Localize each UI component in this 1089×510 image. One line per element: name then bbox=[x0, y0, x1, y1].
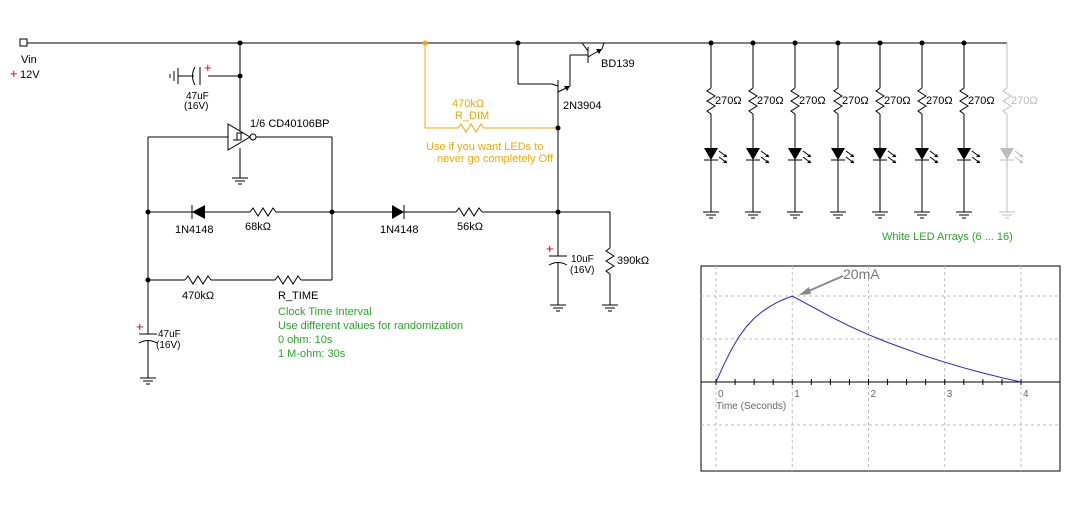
led-resistor-label: 270Ω bbox=[757, 95, 784, 107]
led-icon bbox=[1000, 148, 1014, 160]
dim-note-2: never go completely Off bbox=[437, 153, 554, 165]
annotation-arrowhead bbox=[799, 287, 811, 295]
scope-frame bbox=[700, 265, 1061, 472]
svg-text:+: + bbox=[546, 241, 554, 256]
note-clock-4: 1 M-ohm: 30s bbox=[278, 348, 346, 360]
led-resistor bbox=[1002, 87, 1012, 115]
led-resistor bbox=[790, 87, 800, 115]
ground-390k bbox=[602, 304, 618, 312]
x-tick-label: 4 bbox=[1023, 389, 1029, 400]
x-tick-label: 1 bbox=[794, 389, 800, 400]
vin-plus: + bbox=[10, 66, 18, 81]
capacitor-c1: + bbox=[169, 60, 212, 86]
led-icon bbox=[788, 148, 802, 160]
vin-label: Vin bbox=[21, 54, 37, 66]
resistor-r-dim bbox=[457, 123, 485, 133]
note-clock-1: Clock Time Interval bbox=[278, 306, 372, 318]
r-dim-value: 470kΩ bbox=[452, 98, 484, 110]
resistor-r-time bbox=[274, 275, 302, 285]
vin-terminal[interactable] bbox=[19, 38, 28, 47]
diode-d2 bbox=[392, 205, 405, 219]
resistor-470k bbox=[184, 275, 212, 285]
led-arrays-note: White LED Arrays (6 ... 16) bbox=[882, 231, 1013, 243]
led-resistor bbox=[706, 87, 716, 115]
led-icon bbox=[957, 148, 971, 160]
d2-label: 1N4148 bbox=[380, 224, 419, 236]
transistor-bd139 bbox=[581, 42, 605, 63]
q1-label: BD139 bbox=[601, 58, 635, 70]
x-tick-label: 3 bbox=[947, 389, 953, 400]
led-column: 270Ω bbox=[999, 43, 1038, 219]
led-icon bbox=[873, 148, 887, 160]
led-resistor bbox=[748, 87, 758, 115]
svg-text:+: + bbox=[136, 319, 144, 334]
led-icon bbox=[704, 148, 718, 160]
led-resistor-label: 270Ω bbox=[715, 95, 742, 107]
c1-rating: (16V) bbox=[184, 101, 208, 112]
led-resistor-label: 270Ω bbox=[926, 95, 953, 107]
led-resistor-label: 270Ω bbox=[842, 95, 869, 107]
resistor-68k bbox=[249, 207, 277, 217]
led-column: 270Ω bbox=[745, 40, 784, 219]
r68k-label: 68kΩ bbox=[245, 221, 271, 233]
c2-value: 47uF bbox=[158, 329, 181, 340]
led-resistor-label: 270Ω bbox=[1011, 95, 1038, 107]
led-column: 270Ω bbox=[872, 40, 911, 219]
c1-value: 47uF bbox=[186, 91, 209, 102]
led-icon bbox=[915, 148, 929, 160]
resistor-56k bbox=[455, 207, 483, 217]
led-resistor-label: 270Ω bbox=[968, 95, 995, 107]
led-resistor bbox=[833, 87, 843, 115]
peak-annotation: 20mA bbox=[843, 266, 880, 282]
annotation-arrow bbox=[803, 275, 844, 294]
inverter-label: 1/6 CD40106BP bbox=[250, 118, 330, 130]
transistor-2n3904 bbox=[551, 80, 571, 212]
resistor-390k bbox=[605, 247, 615, 275]
q2-label: 2N3904 bbox=[563, 100, 602, 112]
x-tick-label: 2 bbox=[871, 389, 877, 400]
c3-value: 10uF bbox=[571, 254, 594, 265]
r470k-label: 470kΩ bbox=[182, 290, 214, 302]
r-time-label: R_TIME bbox=[278, 290, 318, 302]
led-column: 270Ω bbox=[956, 40, 995, 219]
vin-voltage: 12V bbox=[20, 69, 40, 81]
led-resistor-label: 270Ω bbox=[884, 95, 911, 107]
c2-rating: (16V) bbox=[156, 340, 180, 351]
led-array: 270Ω 270Ω 270Ω 270Ω 270Ω 270Ω 270Ω 270Ω bbox=[703, 40, 1038, 219]
led-icon bbox=[831, 148, 845, 160]
r56k-label: 56kΩ bbox=[457, 221, 483, 233]
led-resistor bbox=[959, 87, 969, 115]
led-resistor bbox=[875, 87, 885, 115]
scope-chart: 0 1 2 3 4 Time (Seconds) 20mA bbox=[700, 265, 1061, 472]
led-column: 270Ω bbox=[914, 40, 953, 219]
d1-label: 1N4148 bbox=[175, 224, 214, 236]
note-clock-3: 0 ohm: 10s bbox=[278, 334, 333, 346]
trace-line bbox=[715, 295, 1022, 383]
led-resistor bbox=[917, 87, 927, 115]
note-clock-2: Use different values for randomization bbox=[278, 320, 463, 332]
capacitor-c3: + bbox=[546, 241, 568, 312]
dim-note-1: Use if you want LEDs to bbox=[426, 141, 543, 153]
x-axis-label: Time (Seconds) bbox=[716, 401, 786, 412]
svg-text:+: + bbox=[204, 60, 212, 75]
led-icon bbox=[746, 148, 760, 160]
led-resistor-label: 270Ω bbox=[799, 95, 826, 107]
r390k-label: 390kΩ bbox=[617, 255, 649, 267]
led-column: 270Ω bbox=[787, 40, 826, 219]
x-tick-label: 0 bbox=[718, 389, 724, 400]
ground-symbol bbox=[232, 177, 248, 185]
capacitor-c2: + bbox=[136, 319, 158, 385]
c3-rating: (16V) bbox=[570, 265, 594, 276]
led-column: 270Ω bbox=[830, 40, 869, 219]
led-column: 270Ω bbox=[703, 40, 742, 219]
r-dim-name: R_DIM bbox=[455, 110, 489, 122]
diode-d1 bbox=[191, 205, 205, 219]
